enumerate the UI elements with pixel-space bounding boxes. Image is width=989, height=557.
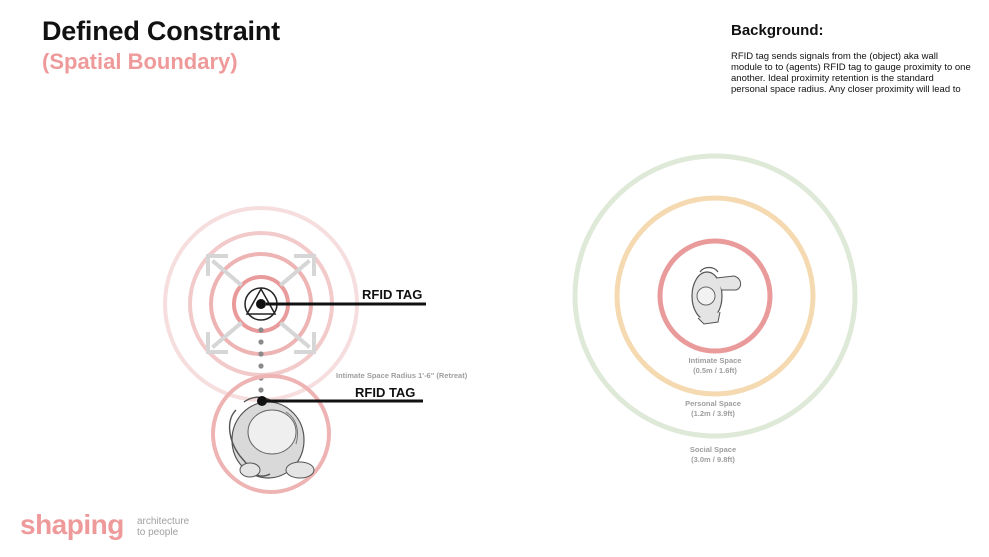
- agent-intimate-ring: [211, 374, 331, 494]
- brand-logo: shaping: [20, 509, 124, 540]
- background-text: RFID tag sends signals from the (object)…: [731, 51, 971, 94]
- intimate-space-size: (0.5m / 1.6ft): [693, 366, 737, 375]
- person-topview-icon: [691, 266, 742, 325]
- background-heading: Background:: [731, 22, 824, 39]
- personal-space-ring: [614, 195, 816, 397]
- wall-module-icon: [206, 254, 316, 354]
- brand-tagline-line1: architecture: [137, 516, 190, 527]
- intimate-space-name: Intimate Space: [689, 356, 742, 365]
- personal-space-name: Personal Space: [685, 399, 741, 408]
- social-space-name: Social Space: [690, 445, 736, 454]
- brand-tagline-line2: to people: [137, 527, 179, 538]
- intimate-space-ring: [657, 238, 773, 354]
- social-space-ring: [572, 153, 858, 439]
- agent-rfid-tag-label: RFID TAG: [355, 385, 415, 400]
- brand-tagline: architecture to people: [137, 516, 189, 538]
- object-rfid-tag-label: RFID TAG: [362, 287, 422, 302]
- agent-figure-icon: [229, 396, 315, 479]
- intimate-radius-label: Intimate Space Radius 1'-6" (Retreat): [336, 371, 468, 380]
- social-space-size: (3.0m / 9.8ft): [691, 455, 735, 464]
- proximity-dotted-line: [258, 327, 264, 393]
- personal-space-size: (1.2m / 3.9ft): [691, 409, 735, 418]
- page-title: Defined Constraint: [42, 16, 280, 46]
- agent-rfid-tag-dot: [257, 396, 267, 406]
- page-subtitle: (Spatial Boundary): [42, 49, 238, 74]
